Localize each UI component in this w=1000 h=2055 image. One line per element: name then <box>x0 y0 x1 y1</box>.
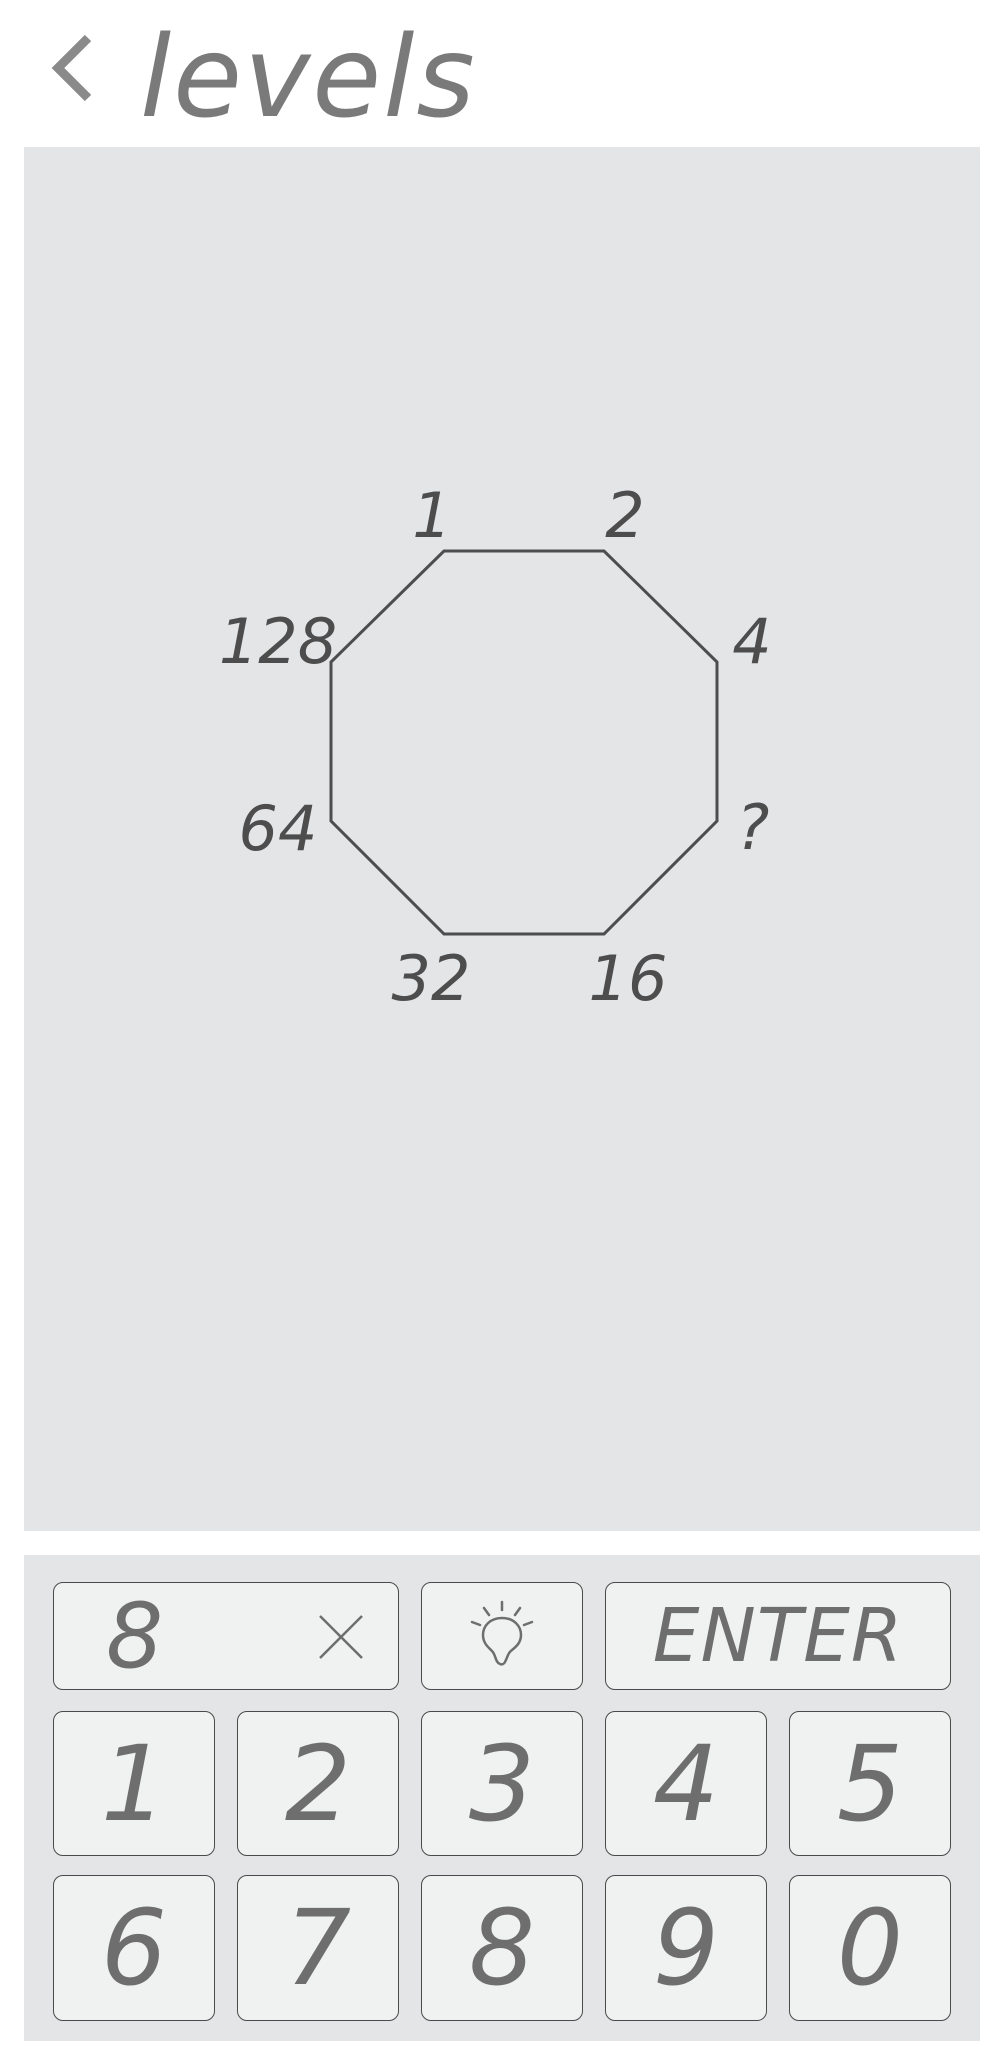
digit-key-8[interactable]: 8 <box>421 1875 583 2021</box>
vertex-label: 2 <box>605 479 644 552</box>
vertex-label: 64 <box>239 792 318 865</box>
page-title: levels <box>140 13 477 143</box>
puzzle-figure: 1 2 4 ? 16 32 64 128 <box>219 479 772 1015</box>
digit-key-0[interactable]: 0 <box>789 1875 951 2021</box>
header: levels <box>0 0 1000 148</box>
puzzle-panel: 1 2 4 ? 16 32 64 128 <box>24 147 980 1531</box>
digit-key-2[interactable]: 2 <box>237 1711 399 1856</box>
vertex-label: 4 <box>732 605 771 678</box>
digit-key-5[interactable]: 5 <box>789 1711 951 1856</box>
vertex-label: 16 <box>589 942 668 1015</box>
octagon-shape <box>329 549 719 936</box>
digit-key-4[interactable]: 4 <box>605 1711 767 1856</box>
digit-key-1[interactable]: 1 <box>53 1711 215 1856</box>
enter-button[interactable]: ENTER <box>605 1582 951 1690</box>
vertex-label: 32 <box>392 942 471 1015</box>
digit-key-3[interactable]: 3 <box>421 1711 583 1856</box>
chevron-left-icon[interactable] <box>50 30 100 110</box>
answer-field[interactable]: 8 <box>53 1582 399 1690</box>
answer-value: 8 <box>106 1584 164 1689</box>
vertex-label-unknown: ? <box>737 791 770 864</box>
close-icon[interactable] <box>314 1610 368 1664</box>
hint-button[interactable] <box>421 1582 583 1690</box>
vertex-label: 128 <box>219 605 337 678</box>
digit-key-7[interactable]: 7 <box>237 1875 399 2021</box>
vertex-label: 1 <box>412 479 451 552</box>
digit-key-9[interactable]: 9 <box>605 1875 767 2021</box>
lightbulb-icon <box>470 1600 534 1666</box>
digit-key-6[interactable]: 6 <box>53 1875 215 2021</box>
keypad: 8 ENTER 1 2 3 4 5 6 7 8 9 0 <box>24 1555 980 2041</box>
